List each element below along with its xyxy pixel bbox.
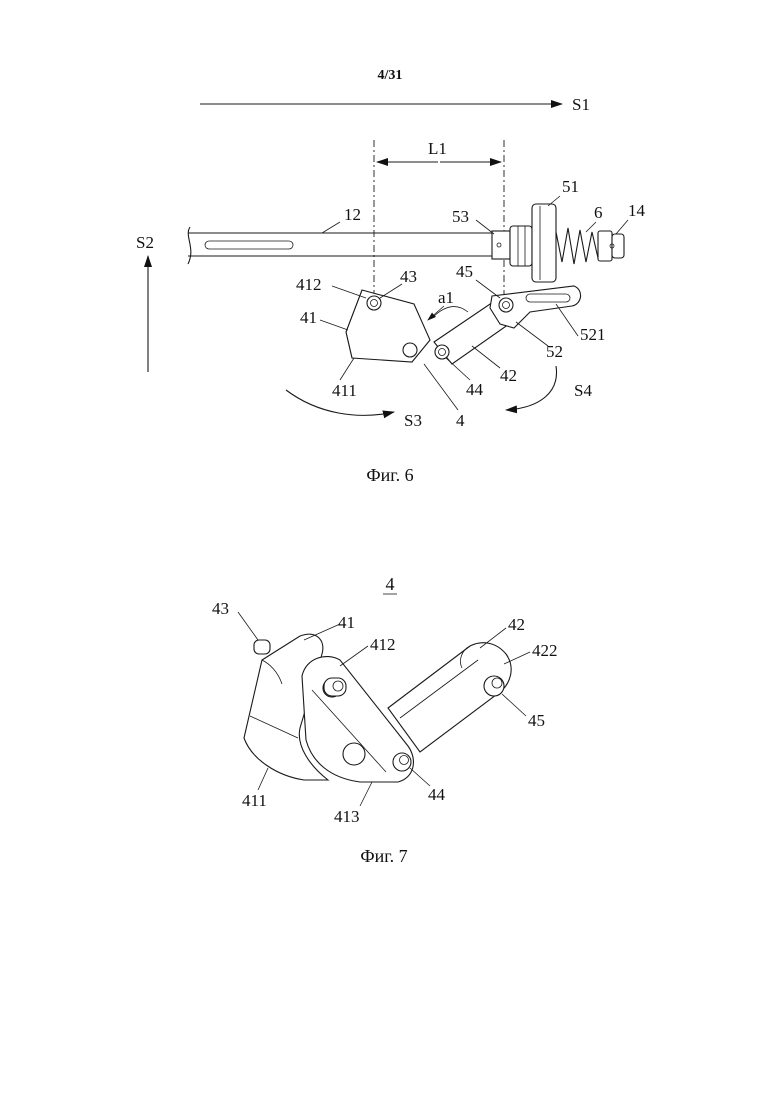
label-521: 521 bbox=[580, 325, 606, 344]
direction-label-s1: S1 bbox=[572, 95, 590, 114]
leader-411-7 bbox=[258, 768, 268, 790]
leader-6 bbox=[586, 222, 596, 232]
label-41-7: 41 bbox=[338, 613, 355, 632]
direction-label-s2: S2 bbox=[136, 233, 154, 252]
link-42-bar bbox=[388, 643, 511, 752]
pin-43 bbox=[367, 296, 381, 310]
leader-4 bbox=[424, 364, 458, 410]
leader-44 bbox=[446, 358, 470, 380]
dimension-label-l1: L1 bbox=[428, 139, 447, 158]
figure-7-caption: Фиг. 7 bbox=[360, 846, 407, 866]
shaft-slot bbox=[205, 241, 293, 249]
label-422-7: 422 bbox=[532, 641, 558, 660]
leader-42 bbox=[472, 346, 500, 368]
figure-6: S1 S2 L1 12 53 51 6 bbox=[136, 95, 646, 485]
label-52: 52 bbox=[546, 342, 563, 361]
label-a1: a1 bbox=[438, 288, 454, 307]
label-42: 42 bbox=[500, 366, 517, 385]
sleeve bbox=[510, 226, 532, 266]
figure-6-caption: Фиг. 6 bbox=[366, 465, 413, 485]
leader-521 bbox=[556, 304, 578, 336]
pin-43-stub bbox=[254, 640, 270, 654]
label-51: 51 bbox=[562, 177, 579, 196]
lever-41-boss bbox=[403, 343, 417, 357]
leader-411 bbox=[340, 358, 354, 380]
label-45: 45 bbox=[456, 262, 473, 281]
figure-7-title: 4 bbox=[386, 574, 395, 594]
direction-label-s3: S3 bbox=[404, 411, 422, 430]
boss-413 bbox=[343, 743, 365, 765]
pin-44 bbox=[435, 345, 449, 359]
label-44: 44 bbox=[466, 380, 484, 399]
label-43: 43 bbox=[400, 267, 417, 286]
leader-52 bbox=[516, 322, 548, 346]
label-411-7: 411 bbox=[242, 791, 267, 810]
page-number: 4/31 bbox=[378, 68, 403, 83]
label-6: 6 bbox=[594, 203, 603, 222]
label-14: 14 bbox=[628, 201, 646, 220]
label-45-7: 45 bbox=[528, 711, 545, 730]
label-412-7: 412 bbox=[370, 635, 396, 654]
leader-45 bbox=[476, 280, 500, 298]
label-43-7: 43 bbox=[212, 599, 229, 618]
label-413-7: 413 bbox=[334, 807, 360, 826]
label-4: 4 bbox=[456, 411, 465, 430]
leader-14 bbox=[616, 220, 628, 234]
direction-label-s4: S4 bbox=[574, 381, 592, 400]
leader-44-7 bbox=[410, 768, 430, 786]
angle-arrow-a1 bbox=[428, 306, 444, 320]
leader-12 bbox=[322, 222, 340, 233]
leader-412-7 bbox=[340, 646, 368, 666]
leader-45-7 bbox=[502, 694, 526, 716]
label-42-7: 42 bbox=[508, 615, 525, 634]
label-411: 411 bbox=[332, 381, 357, 400]
label-44-7: 44 bbox=[428, 785, 446, 804]
leader-43-7 bbox=[238, 612, 258, 640]
flange-51 bbox=[532, 204, 556, 282]
leader-41 bbox=[320, 320, 348, 330]
label-53: 53 bbox=[452, 207, 469, 226]
leader-41-7 bbox=[304, 624, 340, 640]
label-41: 41 bbox=[300, 308, 317, 327]
leader-53 bbox=[476, 220, 494, 234]
pin-45 bbox=[499, 298, 513, 312]
leader-413-7 bbox=[360, 782, 372, 806]
leader-43 bbox=[380, 284, 402, 298]
figure-7: 4 43 41 412 42 422 45 bbox=[212, 574, 558, 866]
spring-6 bbox=[556, 228, 598, 264]
label-12: 12 bbox=[344, 205, 361, 224]
label-412: 412 bbox=[296, 275, 322, 294]
